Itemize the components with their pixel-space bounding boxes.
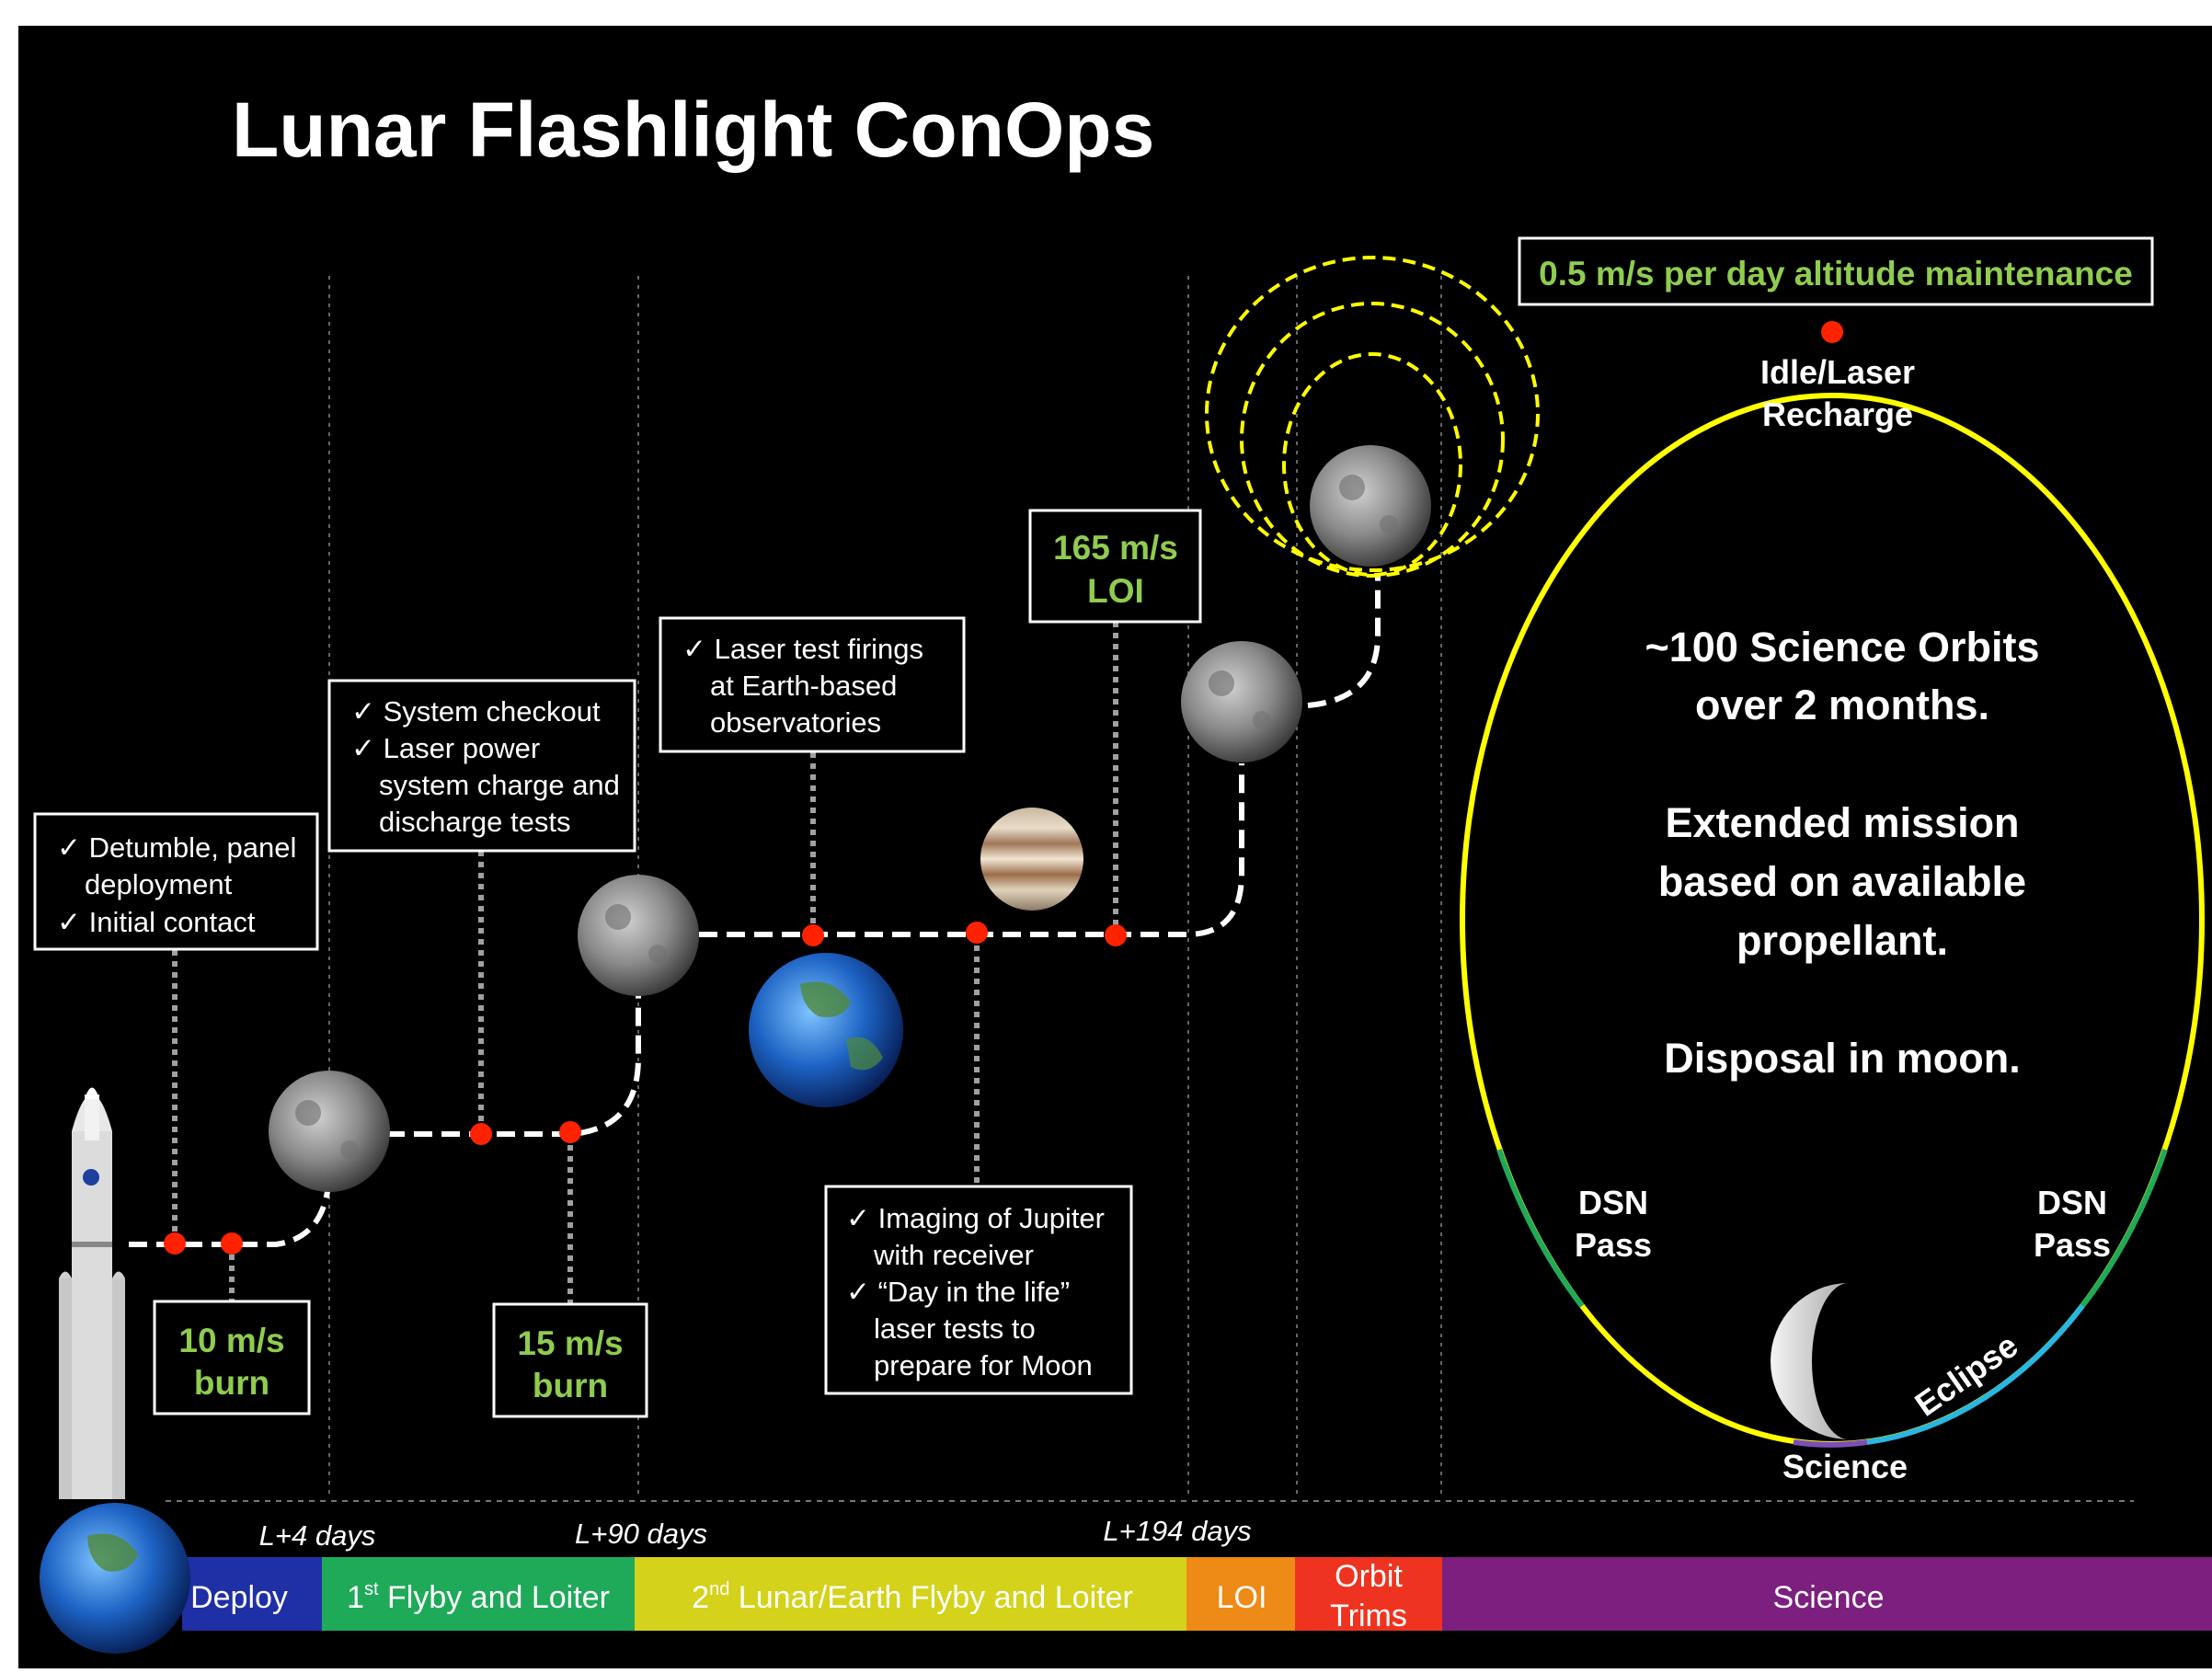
phase-orbit-trims xyxy=(1295,1557,1442,1631)
svg-text:0.5 m/s per day altitude maint: 0.5 m/s per day altitude maintenance xyxy=(1539,255,2133,292)
detumble-box: ✓ Detumble, panel deployment ✓ Initial c… xyxy=(33,812,319,951)
earth-icon xyxy=(40,1503,190,1654)
svg-text:10 m/s: 10 m/s xyxy=(178,1322,284,1359)
svg-text:burn: burn xyxy=(194,1364,269,1402)
jupiter-box: ✓ Imaging of Jupiter with receiver ✓ “Da… xyxy=(824,1185,1133,1395)
svg-text:Pass: Pass xyxy=(1575,1226,1652,1264)
svg-text:discharge tests: discharge tests xyxy=(379,806,571,838)
svg-text:laser tests to: laser tests to xyxy=(874,1312,1036,1345)
svg-text:✓ System checkout: ✓ System checkout xyxy=(351,695,601,728)
page-title: Lunar Flashlight ConOps xyxy=(232,86,1154,173)
svg-text:Deploy: Deploy xyxy=(190,1580,288,1615)
svg-text:Recharge: Recharge xyxy=(1762,395,1913,433)
checkout-box: ✓ System checkout ✓ Laser power system c… xyxy=(327,679,636,853)
svg-text:Idle/Laser: Idle/Laser xyxy=(1760,353,1915,391)
svg-text:~100 Science Orbits: ~100 Science Orbits xyxy=(1645,624,2040,670)
moon-icon xyxy=(1181,641,1302,762)
phase-loi xyxy=(1186,1557,1295,1631)
connector-lines xyxy=(172,622,1118,1304)
svg-text:DSN: DSN xyxy=(1578,1184,1648,1221)
svg-text:L+4 days: L+4 days xyxy=(259,1519,376,1552)
svg-text:observatories: observatories xyxy=(710,706,881,739)
half-moon-icon xyxy=(1771,1283,1849,1439)
svg-text:Pass: Pass xyxy=(2034,1226,2111,1264)
svg-text:system charge and: system charge and xyxy=(379,769,620,801)
svg-text:burn: burn xyxy=(533,1367,608,1404)
science-orbit xyxy=(1460,393,2205,1448)
svg-text:based on available: based on available xyxy=(1658,858,2026,905)
phase-separators xyxy=(328,276,1442,1499)
svg-text:✓ Detumble, panel: ✓ Detumble, panel xyxy=(57,831,296,864)
svg-text:✓ Laser test firings: ✓ Laser test firings xyxy=(682,633,923,665)
phase-bar: Deploy 1st Flyby and Loiter 2nd Lunar/Ea… xyxy=(182,1557,2212,1633)
svg-text:165 m/s: 165 m/s xyxy=(1053,529,1178,567)
svg-text:L+194 days: L+194 days xyxy=(1103,1515,1251,1547)
moon-icon xyxy=(269,1071,390,1192)
svg-text:L+90 days: L+90 days xyxy=(575,1518,707,1550)
svg-text:✓ Imaging of Jupiter: ✓ Imaging of Jupiter xyxy=(846,1202,1105,1234)
svg-text:prepare for Moon: prepare for Moon xyxy=(874,1349,1093,1381)
svg-text:Trims: Trims xyxy=(1330,1599,1407,1633)
svg-text:at Earth-based: at Earth-based xyxy=(710,670,897,702)
svg-text:✓ Laser power: ✓ Laser power xyxy=(351,732,540,764)
laser-test-box: ✓ Laser test firings at Earth-based obse… xyxy=(659,616,966,753)
svg-text:Science: Science xyxy=(1782,1448,1908,1485)
burn2-box: 15 m/s burn xyxy=(492,1302,648,1418)
svg-text:LOI: LOI xyxy=(1087,572,1144,610)
svg-text:Disposal in moon.: Disposal in moon. xyxy=(1664,1035,2021,1082)
altitude-box: 0.5 m/s per day altitude maintenance xyxy=(1518,236,2154,306)
svg-text:✓ Initial contact: ✓ Initial contact xyxy=(57,906,256,938)
svg-text:over 2 months.: over 2 months. xyxy=(1695,682,1989,728)
moon-icon xyxy=(578,875,699,996)
day-labels: L+4 days L+90 days L+194 days xyxy=(259,1515,1252,1552)
jupiter-icon xyxy=(980,808,1083,911)
loi-box: 165 m/s LOI xyxy=(1028,509,1202,624)
lunar-capture-orbits xyxy=(1205,256,1540,578)
phase-deploy xyxy=(182,1557,322,1631)
svg-text:with receiver: with receiver xyxy=(873,1239,1034,1271)
svg-text:1st Flyby and Loiter: 1st Flyby and Loiter xyxy=(347,1579,610,1615)
svg-text:Orbit: Orbit xyxy=(1335,1559,1403,1594)
phase-second-flyby xyxy=(635,1557,1186,1631)
earth-icon xyxy=(749,953,903,1107)
svg-text:✓ “Day in the life”: ✓ “Day in the life” xyxy=(846,1276,1070,1308)
svg-text:propellant.: propellant. xyxy=(1736,917,1948,964)
svg-text:deployment: deployment xyxy=(85,868,233,900)
svg-text:LOI: LOI xyxy=(1217,1580,1267,1615)
burn1-box: 10 m/s burn xyxy=(153,1300,311,1415)
svg-text:15 m/s: 15 m/s xyxy=(517,1324,623,1362)
event-markers xyxy=(164,321,1843,1255)
svg-text:2nd Lunar/Earth Flyby and Loit: 2nd Lunar/Earth Flyby and Loiter xyxy=(692,1579,1133,1615)
svg-text:DSN: DSN xyxy=(2037,1184,2107,1221)
phase-science xyxy=(1442,1557,2212,1631)
rocket-illustration xyxy=(59,1087,125,1499)
moon-icon xyxy=(1310,445,1431,567)
svg-text:Science: Science xyxy=(1773,1580,1885,1615)
svg-text:Extended mission: Extended mission xyxy=(1665,799,2019,846)
phase-first-flyby xyxy=(322,1557,635,1631)
